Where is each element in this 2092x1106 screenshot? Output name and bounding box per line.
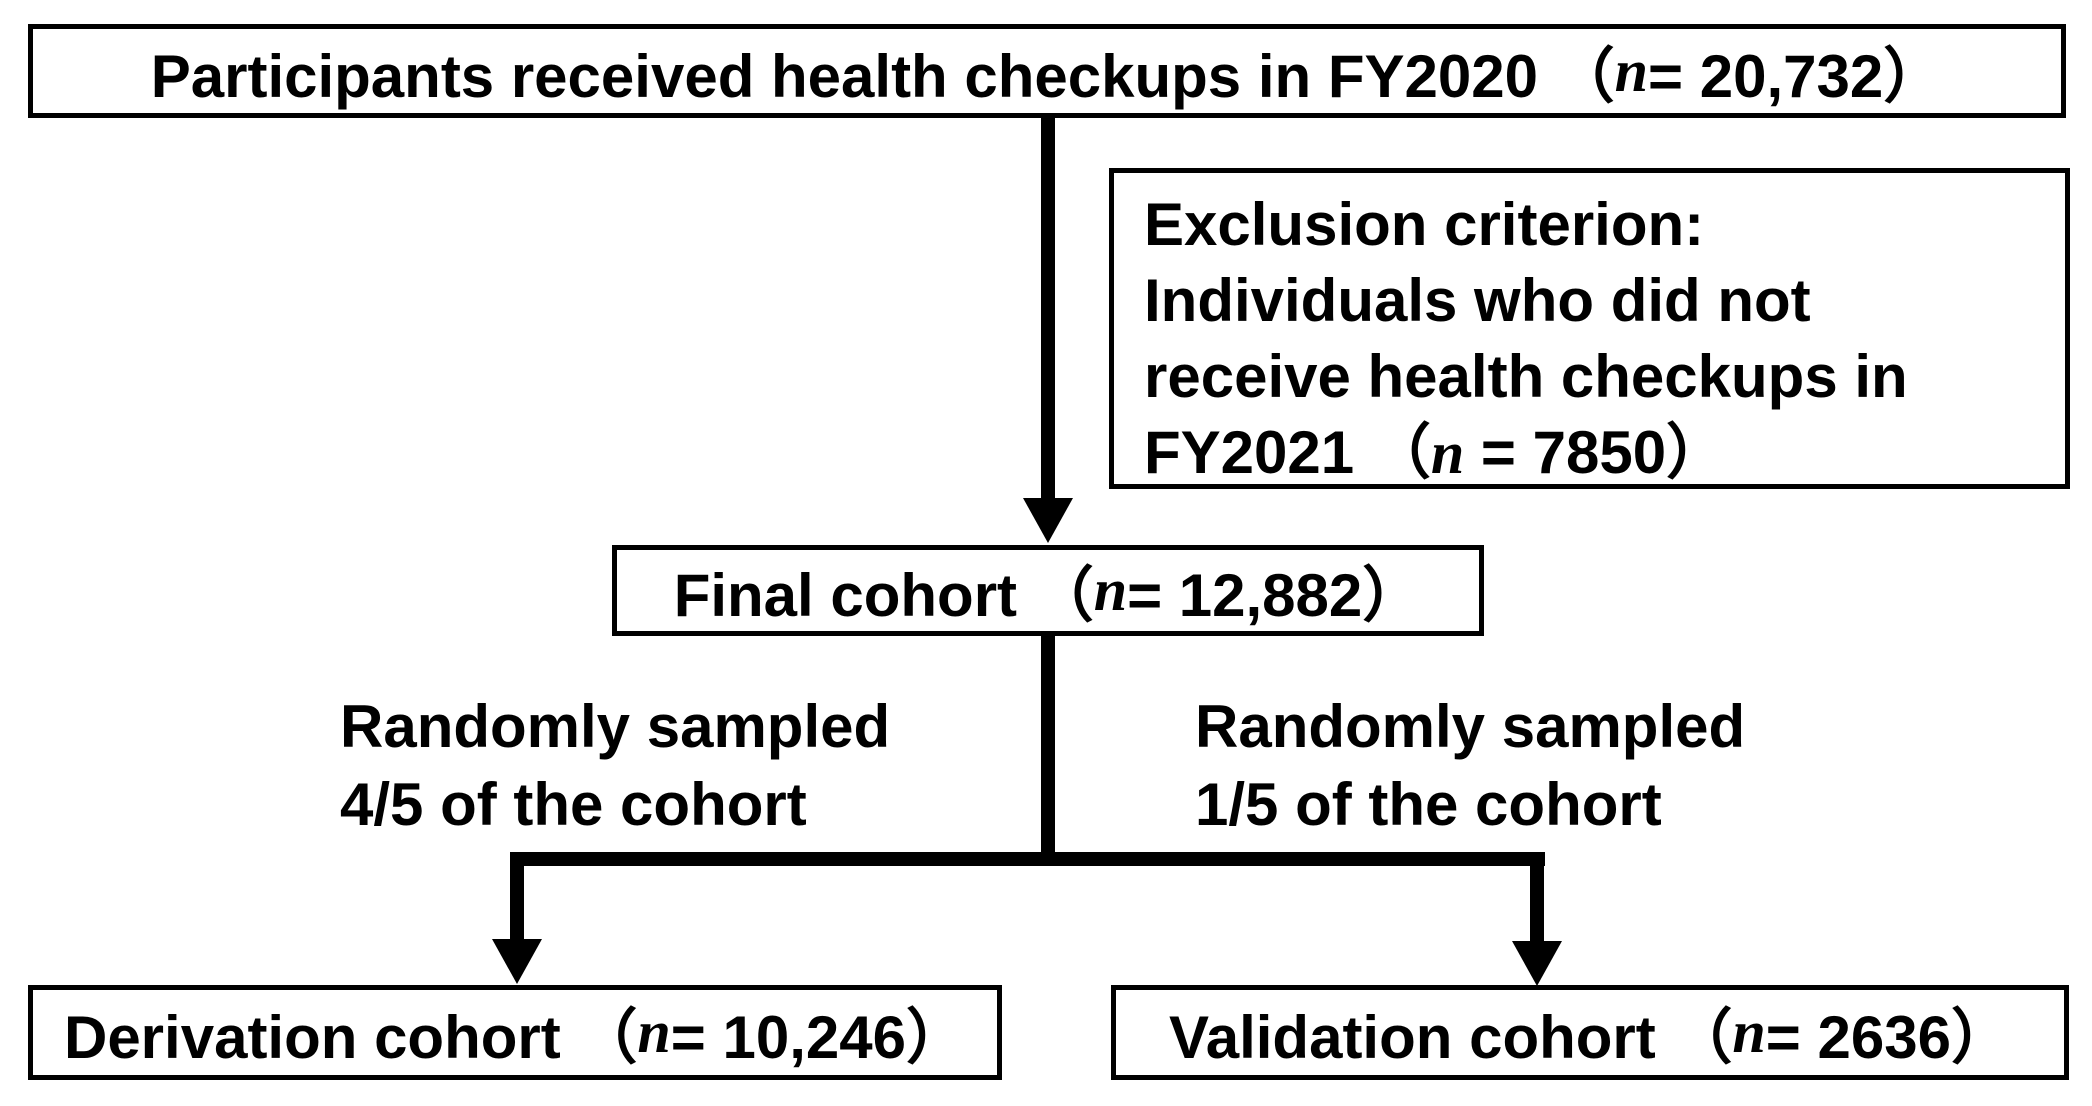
exclusion-line-2: Individuals who did not — [1144, 267, 1811, 334]
validation-count: = 2636） — [1765, 1004, 2011, 1071]
participants-label: Participants received health checkups in… — [150, 42, 1615, 110]
participants-box: Participants received health checkups in… — [28, 24, 2066, 118]
exclusion-box: Exclusion criterion: Individuals who did… — [1109, 168, 2070, 489]
right-branch-label-line-1: Randomly sampled — [1195, 693, 1746, 760]
left-branch-label-line-2: 4/5 of the cohort — [340, 771, 807, 838]
left-branch-label-line-1: Randomly sampled — [340, 693, 891, 760]
connector-right-branch — [1530, 864, 1544, 942]
exclusion-line-4-pre: FY2021 （ — [1144, 419, 1431, 486]
left-branch-label: Randomly sampled 4/5 of the cohort — [340, 688, 890, 844]
arrowhead-derivation-icon — [492, 939, 542, 984]
exclusion-line-1: Exclusion criterion: — [1144, 191, 1705, 258]
exclusion-line-4: FY2021 （n = 7850） — [1144, 415, 2065, 491]
exclusion-line-3: receive health checkups in — [1144, 343, 1908, 410]
final-cohort-count: = 12,882） — [1127, 562, 1423, 629]
participants-count: = 20,732） — [1648, 42, 1944, 110]
n-symbol: n — [1093, 557, 1128, 623]
n-symbol: n — [637, 999, 671, 1065]
n-symbol: n — [1732, 999, 1766, 1065]
final-cohort-box: Final cohort （n = 12,882） — [612, 545, 1484, 636]
right-branch-label-line-2: 1/5 of the cohort — [1195, 771, 1662, 838]
n-symbol: n — [1614, 37, 1649, 104]
n-symbol: n — [1430, 420, 1465, 486]
derivation-cohort-box: Derivation cohort （n = 10,246） — [28, 985, 1002, 1080]
arrowhead-validation-icon — [1512, 941, 1562, 986]
branch-bar — [510, 852, 1545, 866]
connector-final-to-branch — [1041, 634, 1055, 853]
right-branch-label: Randomly sampled 1/5 of the cohort — [1195, 688, 1745, 844]
exclusion-count: = 7850） — [1464, 419, 1727, 486]
validation-label: Validation cohort （ — [1169, 1004, 1733, 1071]
connector-left-branch — [510, 864, 524, 940]
final-cohort-label: Final cohort （ — [673, 562, 1094, 629]
derivation-label: Derivation cohort （ — [63, 1004, 638, 1071]
derivation-count: = 10,246） — [670, 1004, 966, 1071]
connector-top-to-final — [1041, 117, 1055, 499]
arrowhead-final-icon — [1023, 498, 1073, 543]
validation-cohort-box: Validation cohort （n = 2636） — [1111, 985, 2069, 1080]
